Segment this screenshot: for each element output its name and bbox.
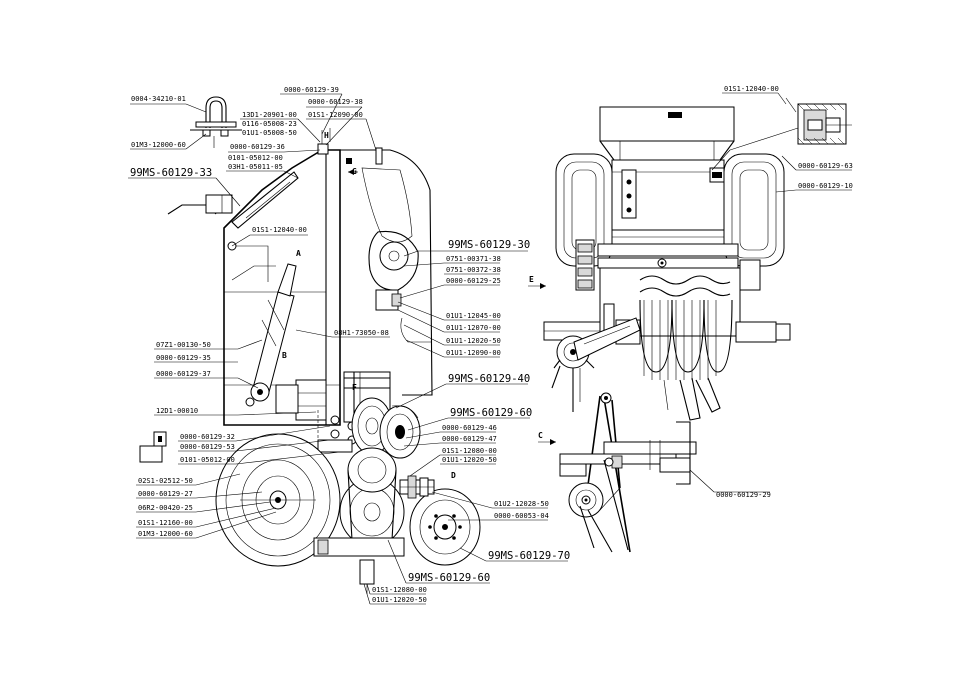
callout-label: 01U1-12045-00	[446, 312, 501, 320]
callout-label: 0101-05012-00	[228, 154, 283, 162]
central-frame	[575, 159, 761, 291]
lower-knives	[663, 377, 721, 421]
callout-label: 01U1-12090-00	[446, 349, 501, 357]
view-letter-b: B	[282, 351, 287, 360]
callout-label: 0000-60129-36	[230, 143, 285, 151]
callout-label: 0004-34210-01	[131, 95, 186, 103]
callout-label: 02S1-02512-50	[138, 477, 193, 485]
callout-label: 0000-60129-25	[446, 277, 501, 285]
callout-label: 0000-60129-10	[798, 182, 853, 190]
callout-label: 03H1-05011-05	[228, 163, 283, 171]
callout-label: 0751-00372-38	[446, 266, 501, 274]
view-letter-f: F	[352, 383, 357, 392]
callout-label: 0000-60129-38	[308, 98, 363, 106]
callout-label: 01S1-12160-00	[138, 519, 193, 527]
callout-label: 0101-05012-00	[180, 456, 235, 464]
leader-lines-right	[689, 92, 852, 493]
chute-outline	[340, 149, 433, 396]
callout-label: 13D1-20901-00	[242, 111, 297, 119]
callout-label: 01U1-12020-50	[372, 596, 427, 604]
callout-label: 99MS-60129-60	[450, 407, 532, 419]
callout-label: 0000-60129-46	[442, 424, 497, 432]
callout-label: 01S1-12080-00	[442, 447, 497, 455]
view-letter-labels: A B C D E F G H	[282, 131, 543, 480]
callout-label: 99MS-60129-70	[488, 550, 570, 562]
callout-label: 0000-60129-39	[284, 86, 339, 94]
arm-assembly-left	[551, 317, 641, 412]
callout-label: 0000-60129-37	[156, 370, 211, 378]
callout-label: 0000-60129-63	[798, 162, 853, 170]
u-bolt-detail	[190, 96, 242, 148]
bracket-detail	[167, 194, 233, 215]
rotor-assembly	[543, 267, 791, 380]
lower-wheel-stack	[313, 447, 405, 594]
view-arrows	[528, 283, 556, 445]
callout-label: 99MS-60129-40	[448, 373, 530, 385]
linkage-c-view	[559, 392, 697, 553]
inset-detail	[785, 97, 852, 145]
view-letter-h: H	[324, 131, 329, 140]
callout-label: 01U2-12028-50	[494, 500, 549, 508]
callout-label: 01S1-12040-00	[724, 85, 779, 93]
callout-label: 01S1-12080-00	[372, 586, 427, 594]
position-marks	[317, 128, 331, 440]
left-bracket	[139, 431, 167, 463]
view-letter-a: A	[296, 249, 301, 258]
callout-label: 06R2-00420-25	[138, 504, 193, 512]
callout-label: 0116-05008-23	[242, 120, 297, 128]
pulley-upper	[351, 397, 421, 459]
callout-label: 0000-60129-32	[180, 433, 235, 441]
callout-label: 01U1-05008-50	[242, 129, 297, 137]
callout-label: 01S1-12040-00	[252, 226, 307, 234]
callout-label: 01M3-12000-60	[138, 530, 193, 538]
callout-label: 0000-60053-04	[494, 512, 549, 520]
callout-label: 0000-60129-47	[442, 435, 497, 443]
top-linkage	[317, 130, 383, 175]
callout-label: 99MS-60129-30	[448, 239, 530, 251]
callout-label: 0000-60129-27	[138, 490, 193, 498]
hydraulic-cylinder	[250, 263, 299, 414]
callout-label: 12D1-00010	[156, 407, 198, 415]
callout-label: 0000-60129-53	[180, 443, 235, 451]
callout-label: 99MS-60129-60	[408, 572, 490, 584]
callout-label: 07Z1-00130-50	[156, 341, 211, 349]
callout-label: 08H1-73050-08	[334, 329, 389, 337]
callout-label: 01S1-12090-00	[308, 111, 363, 119]
right-front-view	[528, 92, 852, 553]
top-housing	[599, 106, 735, 161]
view-letter-g: G	[352, 167, 357, 176]
view-letter-e: E	[529, 275, 534, 284]
callout-label: 01U1-12070-00	[446, 324, 501, 332]
hub-detail-d	[399, 475, 435, 499]
left-side-view	[128, 93, 568, 605]
callout-label: 01U1-12020-50	[442, 456, 497, 464]
view-letter-d: D	[451, 471, 456, 480]
callout-label: 99MS-60129-33	[130, 167, 212, 179]
leader-lines-left	[128, 93, 568, 605]
view-letter-c: C	[538, 431, 543, 440]
small-wheel	[409, 488, 481, 566]
callout-label: 0751-00371-38	[446, 255, 501, 263]
callout-label: 01M3-12000-60	[131, 141, 186, 149]
large-wheel	[215, 433, 341, 567]
callout-label: 01U1-12020-50	[446, 337, 501, 345]
left-tire	[555, 153, 613, 267]
callout-label: 0000-60129-29	[716, 491, 771, 499]
callout-label: 0000-60129-35	[156, 354, 211, 362]
callout-labels: 0004-34210-01 01M3-12000-60 0000-60129-3…	[130, 85, 853, 604]
